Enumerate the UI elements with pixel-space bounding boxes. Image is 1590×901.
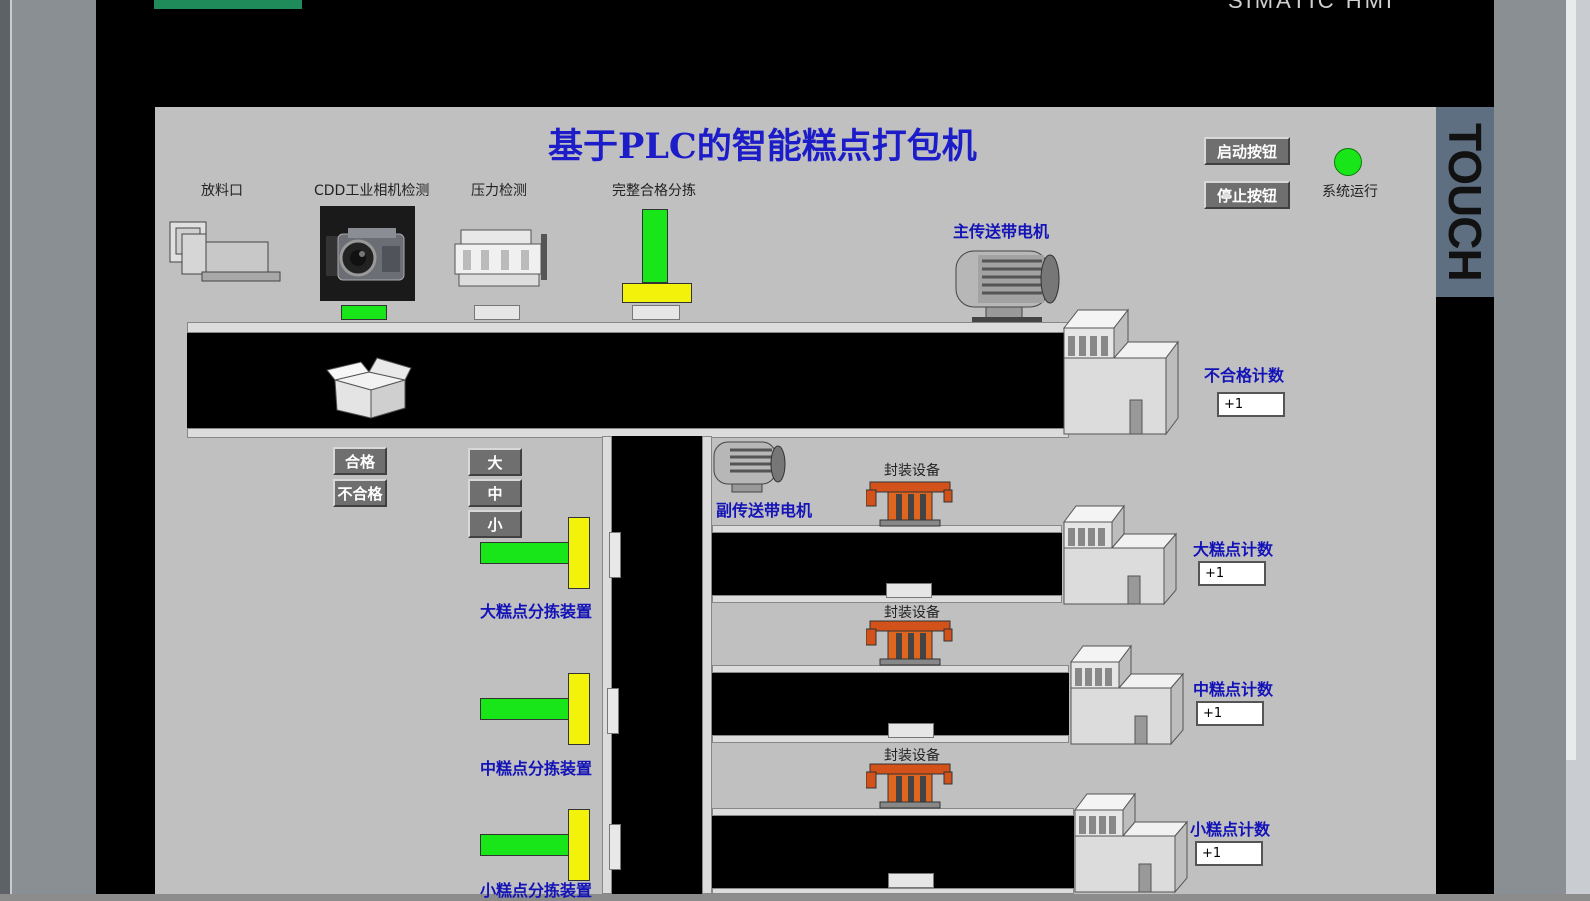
touch-box bbox=[1436, 107, 1494, 297]
hmi-status-tab bbox=[154, 0, 302, 9]
pass-button[interactable]: 合格 bbox=[333, 447, 387, 475]
small-package-slot bbox=[888, 873, 934, 888]
pressure-label: 压力检测 bbox=[471, 183, 527, 199]
large-count-field[interactable]: +1 bbox=[1198, 561, 1266, 586]
medium-sorter-label: 中糕点分拣装置 bbox=[480, 759, 593, 778]
camera-label: CDD工业相机检测 bbox=[314, 183, 430, 199]
packaging-machine-icon bbox=[866, 620, 953, 666]
pressure-sensor-icon bbox=[454, 229, 547, 287]
medium-sorter-gate bbox=[607, 688, 619, 734]
sorting-status-indicator bbox=[632, 305, 680, 320]
small-conveyor-bottom-rail bbox=[712, 888, 1074, 894]
large-sorter-rod bbox=[480, 542, 570, 564]
size-medium-button[interactable]: 中 bbox=[468, 479, 522, 507]
start-button[interactable]: 启动按钮 bbox=[1204, 137, 1290, 165]
large-package-slot bbox=[886, 583, 932, 598]
vertical-conveyor-right-rail bbox=[702, 436, 712, 894]
window-left-edge bbox=[0, 0, 10, 894]
vertical-scrollbar-thumb[interactable] bbox=[1566, 0, 1576, 760]
small-sorter-rod bbox=[480, 834, 570, 856]
sub-motor-icon bbox=[713, 441, 786, 493]
main-conveyor-top-rail bbox=[187, 322, 1069, 333]
feed-hopper-icon bbox=[169, 221, 281, 282]
stop-button[interactable]: 停止按钮 bbox=[1204, 181, 1290, 209]
touch-label: TOUCH bbox=[1439, 123, 1491, 281]
small-count-field[interactable]: +1 bbox=[1195, 841, 1263, 866]
packaging-machine-icon bbox=[866, 763, 953, 809]
sorting-pusher-head bbox=[622, 283, 692, 303]
feed-label: 放料口 bbox=[201, 183, 243, 199]
medium-package-slot bbox=[888, 723, 934, 738]
small-output-building-icon bbox=[1074, 792, 1189, 894]
sorting-pusher-rod bbox=[642, 209, 668, 283]
small-sorter-gate bbox=[609, 824, 621, 870]
main-conveyor-belt bbox=[187, 333, 1069, 428]
packaging-machine-icon bbox=[866, 481, 953, 527]
camera-icon bbox=[320, 206, 415, 301]
hmi-brand: SIMATIC HMI bbox=[1228, 0, 1396, 13]
large-sorter-label: 大糕点分拣装置 bbox=[480, 602, 593, 621]
page-title: 基于PLC的智能糕点打包机 bbox=[548, 126, 977, 167]
packaging-label-3: 封装设备 bbox=[884, 748, 940, 764]
small-count-label: 小糕点计数 bbox=[1190, 820, 1271, 839]
medium-count-label: 中糕点计数 bbox=[1193, 680, 1274, 699]
window-left-margin bbox=[0, 0, 96, 894]
fail-count-label: 不合格计数 bbox=[1204, 366, 1285, 385]
medium-output-building-icon bbox=[1070, 644, 1185, 746]
vertical-conveyor-belt bbox=[612, 436, 702, 894]
camera-status-indicator bbox=[341, 305, 387, 320]
small-sorter-label: 小糕点分拣装置 bbox=[480, 881, 593, 900]
packaging-label-2: 封装设备 bbox=[884, 605, 940, 621]
large-sorter-head bbox=[568, 517, 590, 589]
large-sorter-gate bbox=[609, 532, 621, 578]
pressure-status-indicator bbox=[474, 305, 520, 320]
window-left-edge-line bbox=[10, 0, 12, 894]
packaging-label-1: 封装设备 bbox=[884, 463, 940, 479]
fail-button[interactable]: 不合格 bbox=[333, 479, 387, 507]
medium-count-field[interactable]: +1 bbox=[1196, 701, 1264, 726]
medium-sorter-rod bbox=[480, 698, 570, 720]
system-run-label: 系统运行 bbox=[1322, 184, 1378, 200]
sorting-label: 完整合格分拣 bbox=[612, 183, 696, 199]
system-run-indicator bbox=[1334, 148, 1362, 176]
main-motor-label: 主传送带电机 bbox=[953, 222, 1050, 241]
small-sorter-head bbox=[568, 809, 590, 881]
sub-motor-label: 副传送带电机 bbox=[716, 501, 813, 520]
main-motor-icon bbox=[955, 250, 1060, 322]
large-count-label: 大糕点计数 bbox=[1193, 540, 1274, 559]
size-large-button[interactable]: 大 bbox=[468, 448, 522, 476]
cake-box-icon bbox=[326, 357, 412, 419]
size-small-button[interactable]: 小 bbox=[468, 510, 522, 538]
large-output-building-icon bbox=[1063, 504, 1178, 606]
fail-output-building-icon bbox=[1062, 308, 1179, 436]
fail-count-field[interactable]: +1 bbox=[1217, 392, 1285, 417]
medium-sorter-head bbox=[568, 673, 590, 745]
